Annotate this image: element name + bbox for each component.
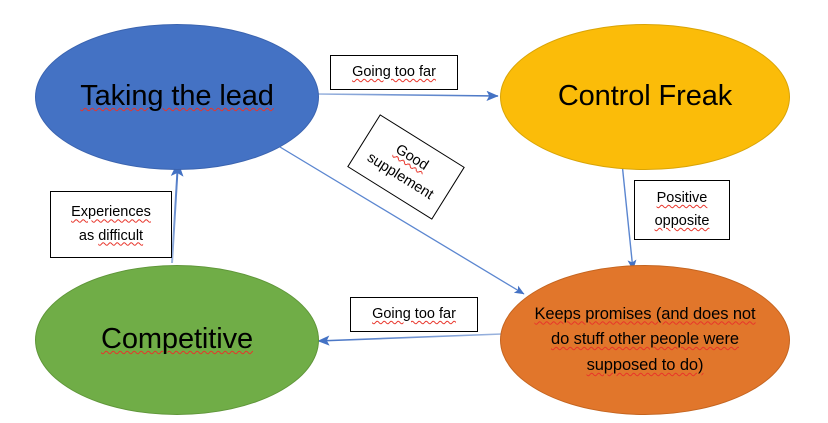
node-control-freak-label: Control Freak — [557, 80, 733, 113]
edge-label-experiences-line1: Experiences — [71, 204, 151, 221]
edge-label-going-too-far-top-text: Going too far — [352, 63, 436, 80]
node-keeps-promises[interactable]: Keeps promises (and does not do stuff ot… — [500, 265, 790, 415]
edge-keeps-to-competitive — [317, 333, 503, 346]
edge-label-positive-text: Positive opposite — [655, 187, 710, 233]
edge-label-going-too-far-top[interactable]: Going too far — [330, 55, 458, 90]
edge-label-good-supplement[interactable]: Good supplement — [347, 114, 465, 220]
node-competitive-label: Competitive — [100, 323, 253, 356]
node-keeps-promises-line1: Keeps promises (and does not — [534, 304, 756, 323]
edge-label-positive-line2: opposite — [654, 213, 710, 229]
edge-label-good-supplement-text: Good supplement — [362, 128, 449, 206]
node-taking-the-lead[interactable]: Taking the lead — [35, 24, 319, 170]
edge-label-positive-line1: Positive — [656, 189, 708, 206]
node-control-freak[interactable]: Control Freak — [500, 24, 790, 170]
edge-control-to-keeps — [621, 162, 637, 271]
edge-competitive-to-lead — [170, 161, 184, 264]
edge-label-experiences-line2: as difficult — [78, 227, 144, 244]
node-taking-the-lead-label: Taking the lead — [80, 80, 274, 113]
node-keeps-promises-label: Keeps promises (and does not do stuff ot… — [530, 302, 760, 379]
edge-label-going-too-far-bottom-text: Going too far — [372, 305, 456, 322]
node-keeps-promises-line2: do stuff other people were — [551, 330, 739, 349]
edge-label-positive-opposite[interactable]: Positive opposite — [634, 180, 730, 240]
edge-label-going-too-far-bottom[interactable]: Going too far — [350, 297, 478, 332]
edge-label-experiences-as-difficult[interactable]: Experiences as difficult — [50, 191, 172, 258]
node-keeps-promises-line3: supposed to do) — [586, 355, 704, 374]
edge-lead-to-control — [315, 90, 499, 101]
node-competitive[interactable]: Competitive — [35, 265, 319, 415]
edge-label-experiences-text: Experiences as difficult — [71, 201, 151, 247]
